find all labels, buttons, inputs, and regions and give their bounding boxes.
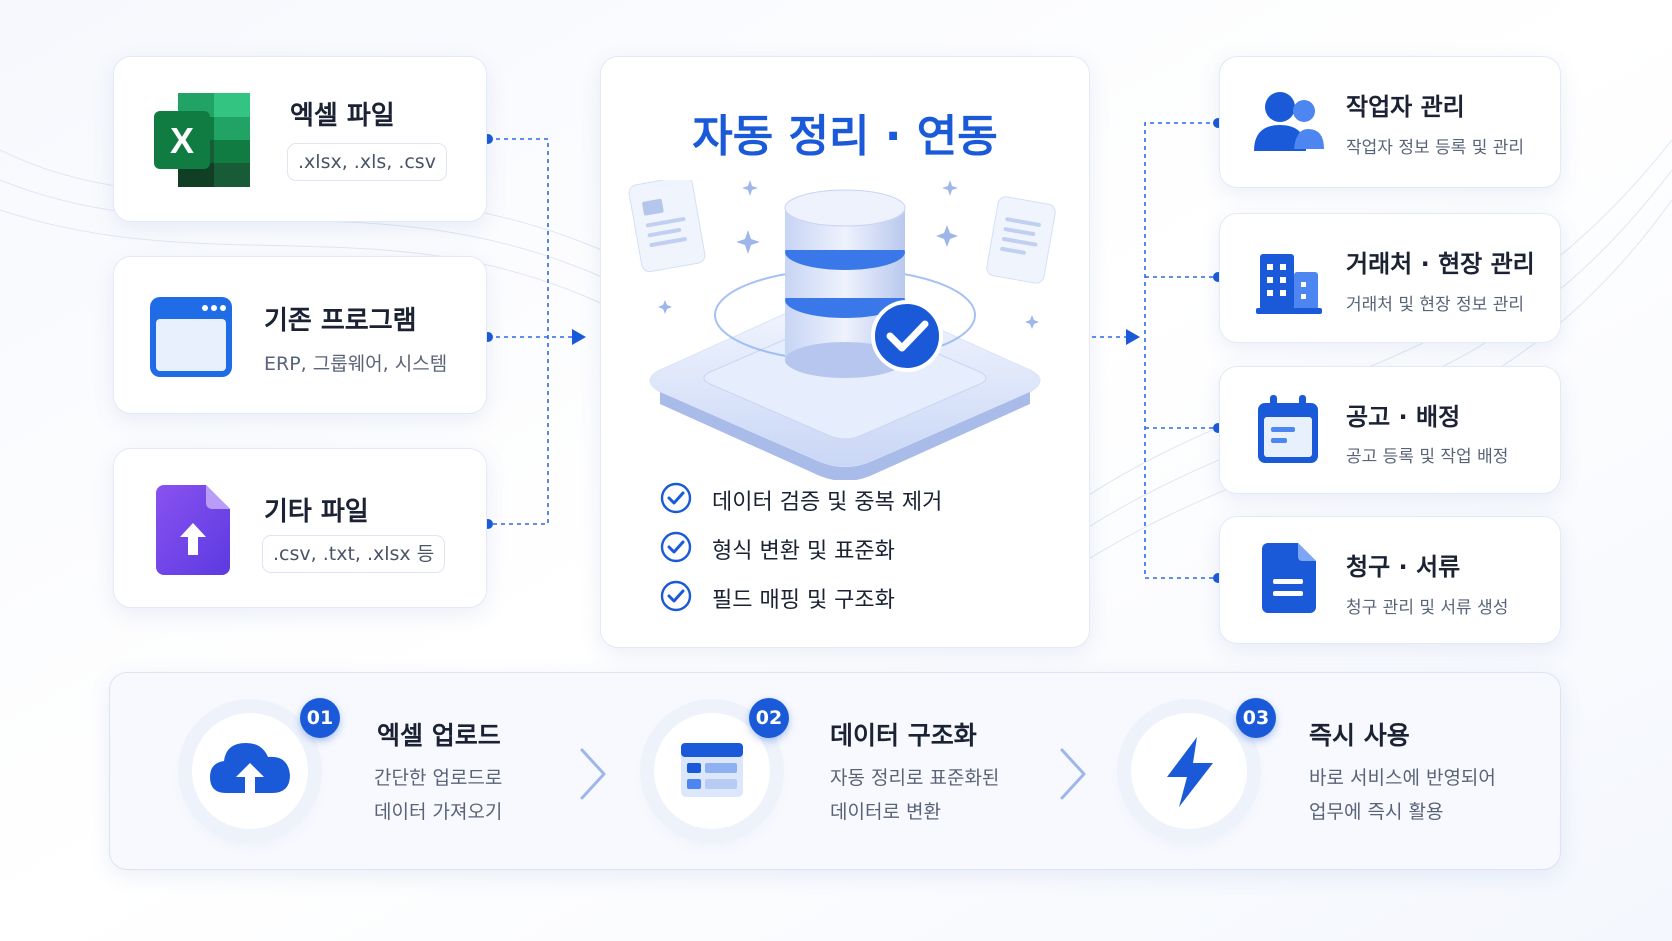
target-title-postings: 공고 · 배정	[1346, 403, 1461, 431]
document-icon	[1262, 543, 1316, 613]
steps-panel	[109, 672, 1561, 870]
floating-document-left	[628, 180, 706, 273]
target-desc-postings: 공고 등록 및 작업 배정	[1346, 447, 1509, 467]
check-circle-icon	[660, 531, 692, 563]
step-number-badge: 03	[1236, 698, 1276, 738]
source-title-other: 기타 파일	[264, 497, 369, 527]
target-card-workers[interactable]: 작업자 관리 작업자 정보 등록 및 관리	[1219, 56, 1561, 188]
step-desc-line1: 바로 서비스에 반영되어	[1309, 767, 1496, 789]
target-card-billing[interactable]: 청구 · 서류 청구 관리 및 서류 생성	[1219, 516, 1561, 644]
step-desc-line1: 간단한 업로드로	[374, 767, 503, 789]
file-upload-icon	[156, 485, 230, 575]
step-desc-line1: 자동 정리로 표준화된	[830, 767, 1000, 789]
excel-icon: X	[154, 93, 250, 187]
target-desc-billing: 청구 관리 및 서류 생성	[1346, 598, 1509, 618]
check-text: 형식 변환 및 표준화	[712, 539, 895, 564]
step-number-badge: 02	[749, 698, 789, 738]
step-title: 데이터 구조화	[830, 721, 977, 750]
target-title-billing: 청구 · 서류	[1346, 553, 1461, 581]
source-card-excel[interactable]: X 엑셀 파일 .xlsx, .xls, .csv	[113, 56, 487, 222]
source-detail-excel: .xlsx, .xls, .csv	[287, 143, 447, 181]
step-desc-line2: 업무에 즉시 활용	[1309, 801, 1444, 823]
check-item: 필드 매핑 및 구조화	[660, 580, 1000, 614]
step-title: 즉시 사용	[1309, 721, 1410, 750]
source-title-excel: 엑셀 파일	[290, 101, 395, 131]
check-item: 형식 변환 및 표준화	[660, 531, 1000, 565]
check-text: 필드 매핑 및 구조화	[712, 588, 895, 613]
source-detail-other: .csv, .txt, .xlsx 등	[262, 535, 446, 573]
source-card-program[interactable]: 기존 프로그램 ERP, 그룹웨어, 시스템	[113, 256, 487, 414]
target-card-clients[interactable]: 거래처 · 현장 관리 거래처 및 현장 정보 관리	[1219, 213, 1561, 343]
excel-letter: X	[170, 120, 194, 161]
target-desc-workers: 작업자 정보 등록 및 관리	[1346, 138, 1525, 158]
check-text: 데이터 검증 및 중복 제거	[712, 490, 943, 515]
chevron-right-icon	[580, 748, 606, 800]
target-title-workers: 작업자 관리	[1346, 93, 1465, 121]
browser-window-icon	[150, 297, 232, 377]
check-circle-icon	[660, 580, 692, 612]
target-title-clients: 거래처 · 현장 관리	[1346, 250, 1535, 278]
floating-document-right	[986, 196, 1056, 284]
users-icon	[1254, 92, 1324, 151]
calendar-icon	[1258, 395, 1318, 463]
source-detail-program: ERP, 그룹웨어, 시스템	[264, 353, 448, 375]
check-item: 데이터 검증 및 중복 제거	[660, 482, 1000, 516]
step-title: 엑셀 업로드	[377, 721, 501, 750]
step-icon-circle	[1131, 713, 1247, 829]
cloud-upload-icon	[210, 743, 290, 797]
target-card-postings[interactable]: 공고 · 배정 공고 등록 및 작업 배정	[1219, 366, 1561, 494]
database-platform-icon	[628, 180, 1056, 480]
step-icon-circle	[654, 713, 770, 829]
step-icon-circle	[192, 713, 308, 829]
step-number-badge: 01	[300, 698, 340, 738]
step-desc-line2: 데이터로 변환	[830, 801, 941, 823]
source-title-program: 기존 프로그램	[264, 306, 417, 336]
step-desc-line2: 데이터 가져오기	[374, 801, 503, 823]
lightning-icon	[1167, 737, 1213, 807]
building-icon	[1256, 254, 1322, 314]
check-circle-icon	[660, 482, 692, 514]
table-layout-icon	[681, 743, 743, 797]
target-desc-clients: 거래처 및 현장 정보 관리	[1346, 295, 1525, 315]
source-card-other[interactable]: 기타 파일 .csv, .txt, .xlsx 등	[113, 448, 487, 608]
center-title: 자동 정리 · 연동	[692, 111, 998, 162]
chevron-right-icon	[1060, 748, 1086, 800]
